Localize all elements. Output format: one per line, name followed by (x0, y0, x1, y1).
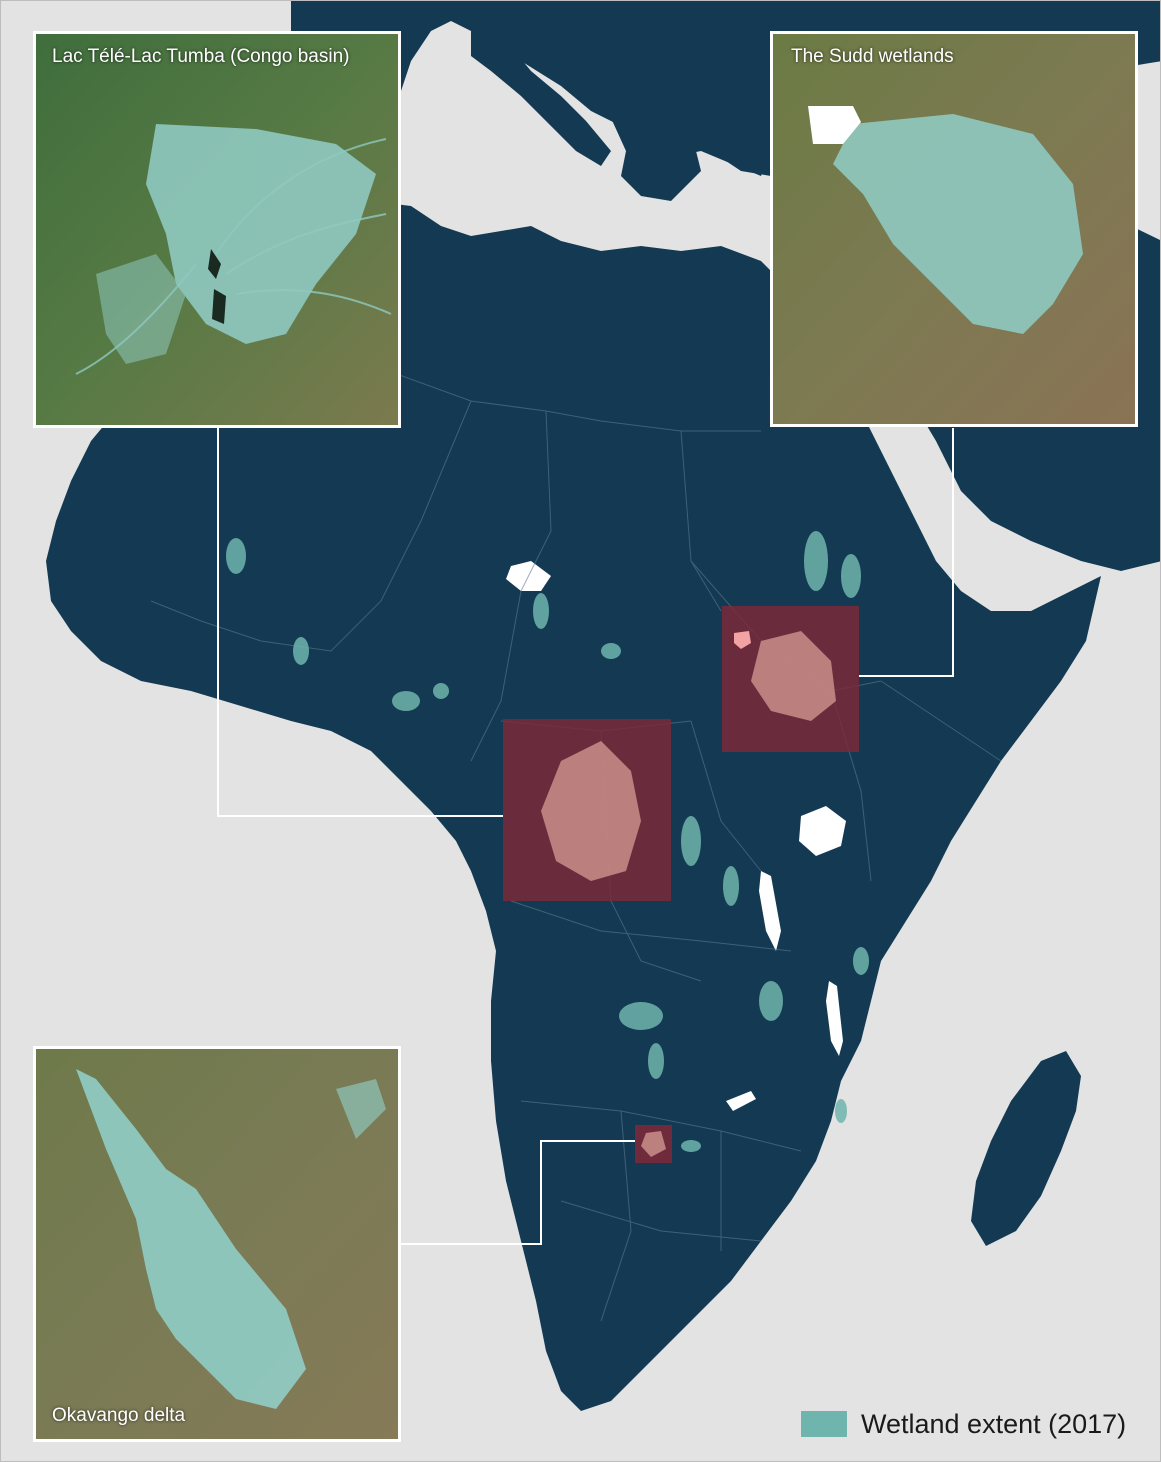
inset-label-congo: Lac Télé-Lac Tumba (Congo basin) (52, 46, 350, 67)
greece-landmass (601, 96, 701, 201)
inset-okavango: Okavango delta (33, 1046, 401, 1442)
inset-label-okavango: Okavango delta (52, 1405, 186, 1426)
lake-tanganyika (759, 871, 781, 951)
lake-malawi (826, 981, 843, 1056)
lake-kariba (726, 1091, 756, 1111)
congo-satellite-image (36, 34, 398, 425)
leader-lines (217, 428, 954, 1245)
legend-label: Wetland extent (2017) (861, 1408, 1127, 1439)
legend: Wetland extent (2017) (801, 1406, 1126, 1442)
lake-victoria (799, 806, 846, 856)
okavango-satellite-image (36, 1049, 398, 1439)
italy-landmass (471, 31, 611, 166)
inset-label-sudd: The Sudd wetlands (791, 46, 954, 67)
inset-sudd: The Sudd wetlands (770, 31, 1138, 427)
madagascar-landmass (971, 1051, 1081, 1246)
inset-congo: Lac Télé-Lac Tumba (Congo basin) (33, 31, 401, 428)
sudd-white-patch (808, 106, 861, 144)
legend-swatch (801, 1411, 847, 1437)
highlight-areas (503, 606, 859, 1163)
sudd-satellite-image (773, 34, 1135, 424)
wetland-patches (226, 531, 869, 1152)
